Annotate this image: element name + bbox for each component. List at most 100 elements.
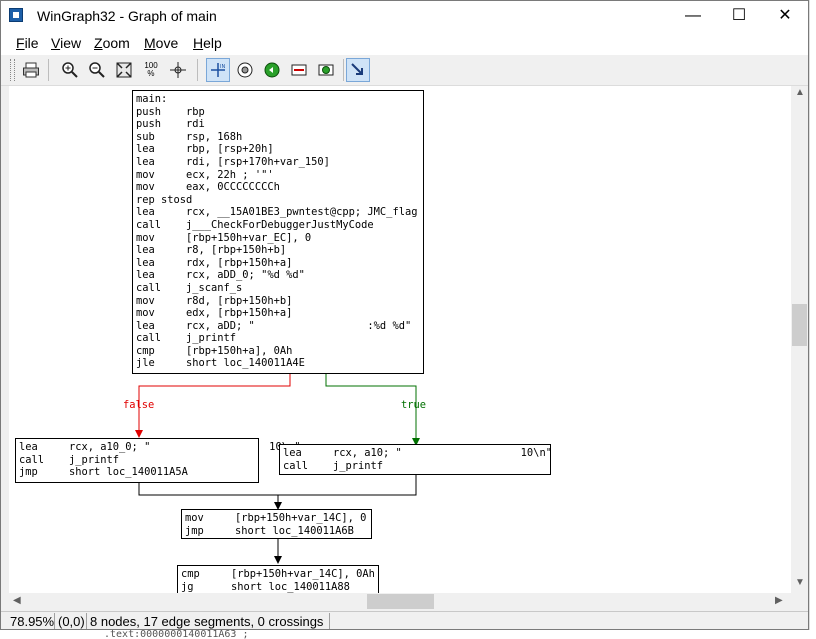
- asm-operands: eax, 0CCCCCCCCh: [186, 181, 280, 194]
- menu-view[interactable]: View: [51, 35, 82, 51]
- asm-line: mov [rbp+150h+var_EC], 0: [136, 232, 423, 245]
- app-icon: [9, 8, 23, 22]
- asm-operands: j_printf: [69, 453, 120, 466]
- menu-move[interactable]: Move: [144, 35, 179, 51]
- layout-icon[interactable]: IN: [206, 58, 230, 82]
- node-icon[interactable]: [314, 58, 338, 82]
- zoom-in-icon[interactable]: [58, 58, 82, 82]
- toolbar: 100 % IN: [1, 55, 808, 86]
- vertical-scrollbar[interactable]: ▲ ▼: [791, 86, 808, 593]
- asm-line: rep stosd: [136, 194, 423, 207]
- status-divider: [86, 613, 87, 629]
- asm-operands: short loc_140011A4E: [186, 357, 305, 370]
- asm-mnemonic: lea: [19, 441, 38, 453]
- toolbar-separator: [48, 59, 49, 81]
- asm-operands: r8d, [rbp+150h+b]: [186, 294, 293, 307]
- horizontal-scrollbar[interactable]: ◀ ▶: [9, 593, 791, 610]
- scroll-up-icon[interactable]: ▲: [795, 87, 805, 98]
- asm-line: call j_printf: [19, 454, 258, 467]
- asm-operands: rsp, 168h: [186, 130, 243, 143]
- title-bar[interactable]: WinGraph32 - Graph of main — ☐ ✕: [1, 1, 808, 31]
- asm-operands: [rbp+150h+var_14C], 0Ah: [231, 568, 375, 580]
- asm-operands: rbp: [186, 105, 205, 118]
- status-divider: [329, 613, 330, 629]
- asm-mnemonic: lea: [136, 256, 155, 269]
- status-info: 8 nodes, 17 edge segments, 0 crossings: [90, 614, 324, 629]
- asm-operands: short loc_140011A5A: [69, 466, 188, 479]
- center-icon[interactable]: [166, 58, 190, 82]
- scroll-down-icon[interactable]: ▼: [795, 577, 805, 588]
- asm-operands: [rbp+150h+var_14C], 0: [235, 512, 367, 524]
- asm-mnemonic: mov: [136, 231, 155, 244]
- print-icon[interactable]: [19, 58, 43, 82]
- green-node-icon[interactable]: [260, 58, 284, 82]
- edge-icon[interactable]: [346, 58, 370, 82]
- status-coords: (0,0): [58, 614, 85, 629]
- asm-mnemonic: rep stosd: [136, 193, 193, 206]
- menu-help[interactable]: Help: [193, 35, 222, 51]
- menu-zoom[interactable]: Zoom: [94, 35, 130, 51]
- horizontal-scroll-thumb[interactable]: [367, 594, 434, 609]
- wingraph-window: WinGraph32 - Graph of main — ☐ ✕ File Vi…: [0, 0, 809, 630]
- asm-mnemonic: call: [136, 332, 162, 345]
- red-node-icon[interactable]: [287, 58, 311, 82]
- toolbar-grip[interactable]: [10, 59, 15, 81]
- toolbar-separator: [197, 59, 198, 81]
- asm-operands: [rbp+150h+var_EC], 0: [186, 231, 312, 244]
- asm-mnemonic: call: [283, 459, 309, 472]
- asm-mnemonic: jmp: [185, 524, 204, 537]
- status-zoom: 78.95%: [10, 614, 55, 629]
- svg-text:IN: IN: [220, 64, 225, 70]
- join-edge-left: [138, 483, 279, 507]
- menu-file[interactable]: File: [16, 35, 39, 51]
- scroll-right-icon[interactable]: ▶: [775, 595, 783, 606]
- asm-mnemonic: cmp: [181, 568, 200, 580]
- asm-line: mov[rbp+150h+var_14C], 0: [185, 512, 371, 525]
- graph-icon[interactable]: [233, 58, 257, 82]
- fit-window-icon[interactable]: [112, 58, 136, 82]
- maximize-button[interactable]: ☐: [731, 7, 747, 24]
- status-divider: [54, 613, 55, 629]
- asm-mnemonic: lea: [136, 244, 155, 257]
- asm-mnemonic: mov: [136, 168, 155, 181]
- zoom-100-icon[interactable]: 100 %: [144, 61, 158, 78]
- asm-mnemonic: call: [19, 453, 45, 466]
- asm-mnemonic: lea: [136, 319, 155, 332]
- loop-edge-arrowhead: [274, 556, 282, 564]
- vertical-scroll-thumb[interactable]: [792, 304, 807, 346]
- asm-operands: rdx, [rbp+150h+a]: [186, 256, 293, 269]
- asm-operands: rbp, [rsp+20h]: [186, 143, 274, 156]
- close-button[interactable]: ✕: [778, 7, 792, 24]
- background-disasm-line: .text:0000000140011A63 ;: [104, 630, 249, 639]
- edge-label-false: false: [123, 399, 155, 411]
- zoom-out-icon[interactable]: [85, 58, 109, 82]
- asm-mnemonic: mov: [136, 181, 155, 194]
- asm-mnemonic: lea: [136, 155, 155, 168]
- asm-mnemonic: push: [136, 105, 162, 118]
- background-window-edge: [809, 0, 816, 630]
- asm-operands: r8, [rbp+150h+b]: [186, 244, 287, 257]
- scroll-left-icon[interactable]: ◀: [13, 595, 21, 606]
- true-edge-arrowhead: [412, 438, 420, 446]
- edge-label-true: true: [401, 399, 427, 411]
- minimize-button[interactable]: —: [685, 7, 701, 24]
